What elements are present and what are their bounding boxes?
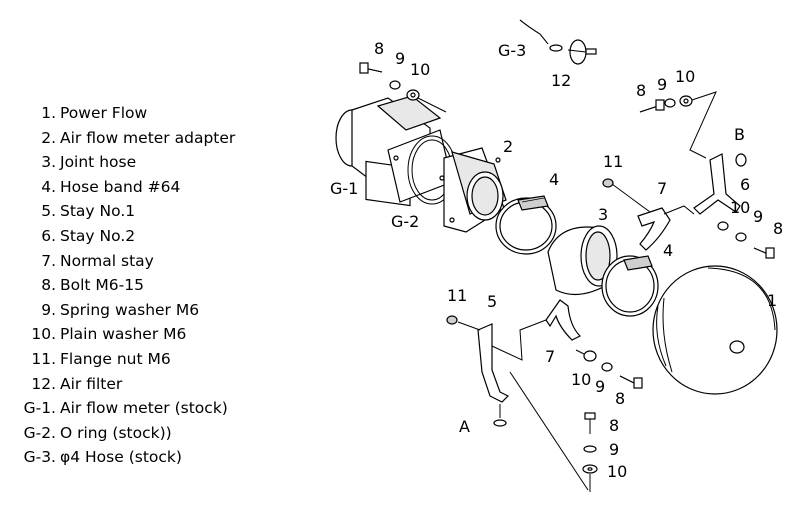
legend-item-text: Stay No.2 xyxy=(60,226,136,245)
legend-item: 12.Air filter xyxy=(0,372,290,397)
normal-stay-lower xyxy=(545,299,582,341)
callout-8-top-right: 8 xyxy=(636,81,646,100)
legend-item: 3.Joint hose xyxy=(0,150,290,175)
callout-10-top-right: 10 xyxy=(675,67,695,86)
callout-11-lower: 11 xyxy=(447,286,467,305)
legend-item-text: Hose band #64 xyxy=(60,177,181,196)
legend-item-number: 8. xyxy=(41,276,56,295)
legend-item: 6.Stay No.2 xyxy=(0,224,290,249)
legend-item-number: 2. xyxy=(41,128,56,147)
legend-item-text: Flange nut M6 xyxy=(60,349,171,368)
callout-6: 6 xyxy=(740,175,750,194)
callout-8-right: 8 xyxy=(773,219,783,238)
callout-g1: G-1 xyxy=(330,179,358,198)
legend-item-number: 6. xyxy=(41,226,56,245)
air-filter xyxy=(519,19,597,65)
legend-item-number: G-2. xyxy=(23,423,56,442)
callout-9-lower: 9 xyxy=(609,440,619,459)
callout-8-bottom: 8 xyxy=(615,389,625,408)
legend-item-text: Air flow meter adapter xyxy=(60,128,236,147)
callout-b: B xyxy=(734,125,745,144)
callout-9-top-left: 9 xyxy=(395,49,405,68)
legend-item: 10.Plain washer M6 xyxy=(0,322,290,347)
air-flow-meter xyxy=(335,95,453,207)
callout-2: 2 xyxy=(503,137,513,156)
legend-item-text: Bolt M6-15 xyxy=(60,276,144,295)
callout-12: 12 xyxy=(551,71,571,90)
legend-item-number: G-1. xyxy=(23,399,56,418)
callout-3: 3 xyxy=(598,205,608,224)
legend-item: 4.Hose band #64 xyxy=(0,175,290,200)
callout-g3: G-3 xyxy=(498,41,526,60)
legend-item: 9.Spring washer M6 xyxy=(0,298,290,323)
legend-item-text: Joint hose xyxy=(60,153,137,172)
callout-8-lower: 8 xyxy=(609,416,619,435)
normal-stay-upper xyxy=(637,207,671,251)
legend-item-text: Air flow meter (stock) xyxy=(60,399,228,418)
legend-item-number: 12. xyxy=(31,374,56,393)
callout-10-top-left: 10 xyxy=(410,60,430,79)
callout-11-upper: 11 xyxy=(603,152,623,171)
power-flow-filter xyxy=(652,265,778,395)
legend-item: G-3.φ4 Hose (stock) xyxy=(0,445,290,470)
callout-4-upper: 4 xyxy=(549,170,559,189)
callout-a: A xyxy=(459,417,470,436)
callout-7-upper: 7 xyxy=(657,179,667,198)
legend-item: 1.Power Flow xyxy=(0,101,290,126)
legend-item-number: G-3. xyxy=(23,448,56,467)
callout-9-top-right: 9 xyxy=(657,75,667,94)
legend-item-number: 10. xyxy=(31,325,56,344)
callout-9-right: 9 xyxy=(753,207,763,226)
callout-10-right: 10 xyxy=(730,198,750,217)
legend-item-number: 1. xyxy=(41,104,56,122)
legend-item-number: 3. xyxy=(41,153,56,172)
stay-no1 xyxy=(477,323,510,403)
legend-item-text: O ring (stock)) xyxy=(60,423,172,442)
fasteners-bottom xyxy=(446,315,643,492)
legend-item: 7.Normal stay xyxy=(0,249,290,274)
legend-item-text: Plain washer M6 xyxy=(60,325,187,344)
fasteners-top xyxy=(359,62,447,113)
legend-item: G-2.O ring (stock)) xyxy=(0,421,290,446)
callout-10-lower: 10 xyxy=(607,462,627,481)
legend-item: G-1.Air flow meter (stock) xyxy=(0,396,290,421)
legend-item-text: Spring washer M6 xyxy=(60,300,200,319)
legend-item-text: φ4 Hose (stock) xyxy=(60,448,182,467)
callout-1: 1 xyxy=(767,291,777,310)
callout-g2: G-2 xyxy=(391,212,419,231)
callout-7-lower: 7 xyxy=(545,347,555,366)
callout-5: 5 xyxy=(487,292,497,311)
legend-item-number: 11. xyxy=(31,349,56,368)
air-flow-meter-adapter xyxy=(443,147,507,233)
legend-item: 8.Bolt M6-15 xyxy=(0,273,290,298)
fasteners-right-top xyxy=(602,91,775,259)
callout-8-top-left: 8 xyxy=(374,39,384,58)
callout-10-bottom: 10 xyxy=(571,370,591,389)
legend-item-text: Stay No.1 xyxy=(60,202,136,221)
legend-item-number: 4. xyxy=(41,177,56,196)
legend-item-text: Power Flow xyxy=(60,104,148,122)
callout-labels: 1 2 3 4 4 5 6 7 7 8 8 8 8 8 9 9 9 9 9 10… xyxy=(330,39,783,481)
legend-item: 5.Stay No.1 xyxy=(0,199,290,224)
legend-item: 11.Flange nut M6 xyxy=(0,347,290,372)
callout-9-bottom: 9 xyxy=(595,377,605,396)
hose-band-lower xyxy=(601,255,659,317)
legend-item-number: 5. xyxy=(41,202,56,221)
stay-no2 xyxy=(693,153,741,215)
callout-4-lower: 4 xyxy=(663,241,673,260)
legend-item-number: 7. xyxy=(41,251,56,270)
legend-item-text: Normal stay xyxy=(60,251,154,270)
legend-item: 2.Air flow meter adapter xyxy=(0,126,290,151)
hose-band-upper xyxy=(495,195,557,255)
legend-item-text: Air filter xyxy=(60,374,123,393)
legend-item-number: 9. xyxy=(41,300,56,319)
